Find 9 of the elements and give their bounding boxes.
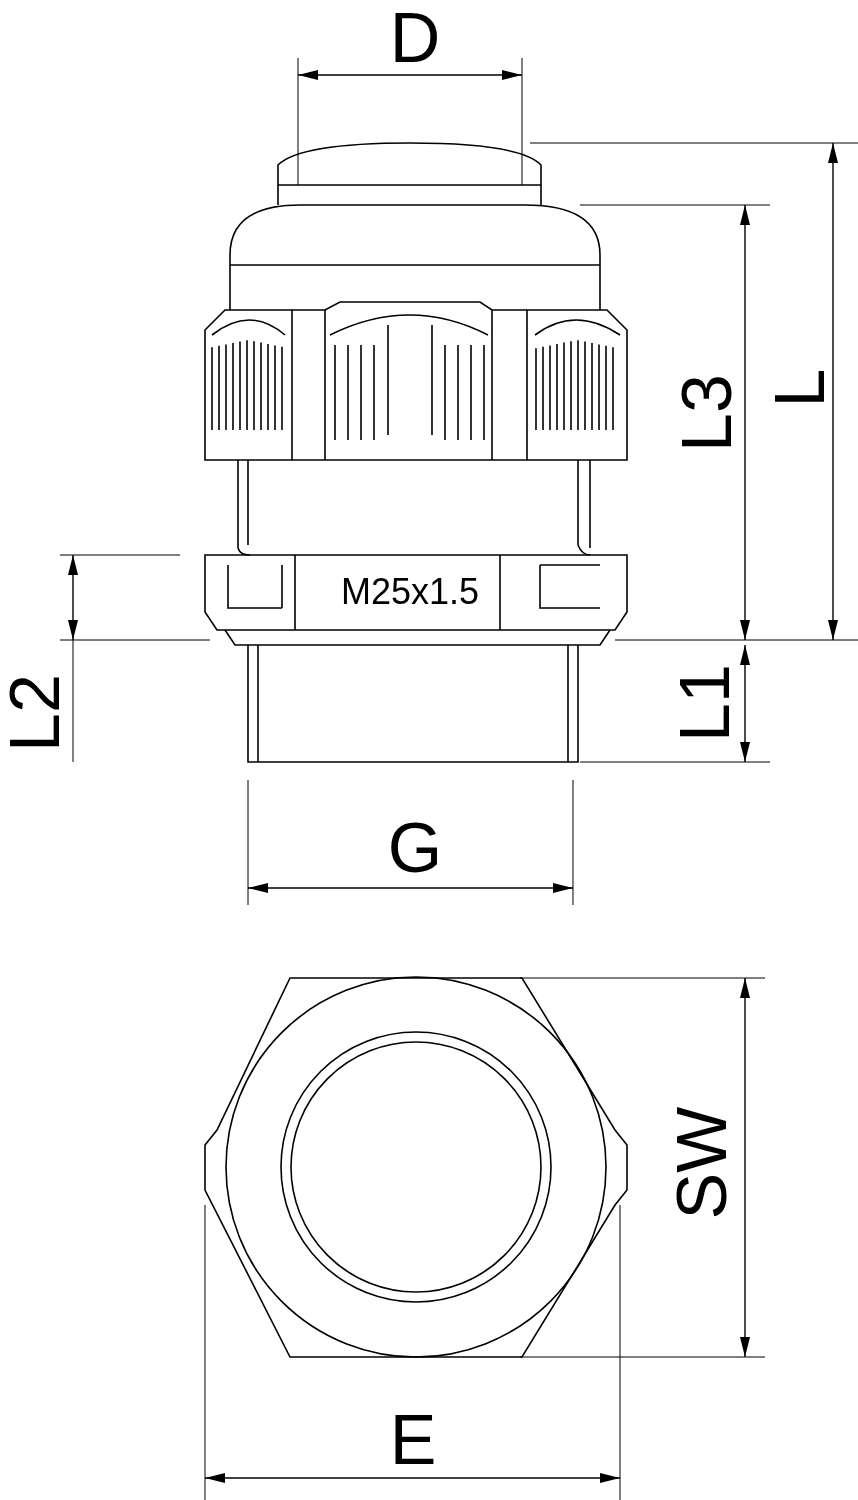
dimension-label: G	[387, 813, 443, 883]
dimension-label: SW	[667, 1106, 737, 1220]
thread-size-label: M25x1.5	[340, 574, 480, 610]
dimension-label: E	[389, 1405, 437, 1475]
dimension-label: L1	[670, 664, 740, 742]
dimension-label: L2	[0, 674, 70, 752]
dimension-label: D	[389, 3, 441, 73]
dimension-label: L3	[672, 374, 742, 452]
dimension-label: L	[765, 368, 835, 408]
